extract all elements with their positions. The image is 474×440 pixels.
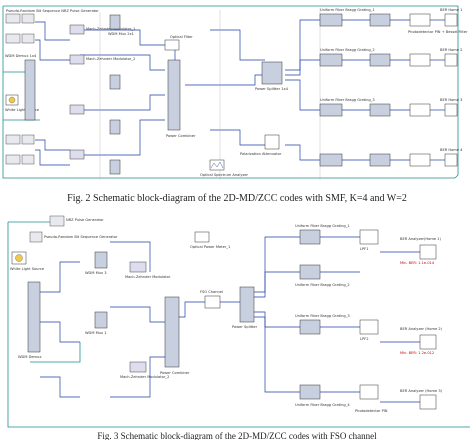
photodetector-label-2: Photodetector PIN — [355, 409, 388, 413]
optical-filter-label: Optical Filter — [170, 35, 193, 39]
wdm-demux-label-2: WDM Demux — [18, 355, 42, 359]
power-combiner: Power Combiner — [166, 59, 196, 138]
mzm-block-3 — [69, 104, 85, 115]
wdm-mux-block-2 — [109, 74, 121, 90]
detector-label-1: Photodetector PIN + Bessel Filter — [408, 30, 468, 34]
wdm-demux-2: WDM Demux — [18, 281, 42, 359]
figure-2-caption: Fig. 3 Schematic block-diagram of the 2D… — [97, 431, 377, 440]
fso-channel: FSO Channel — [200, 290, 223, 309]
fso-label: FSO Channel — [200, 290, 223, 294]
rx-2: Uniform Fiber Bragg Grating_2 — [295, 264, 350, 287]
receiver-2: Uniform Fiber Bragg Grating_2 BER Home 2 — [319, 48, 462, 67]
receiver-3: Uniform Fiber Bragg Grating_3 BER Home 3 — [319, 98, 462, 117]
white-light-label: White Light Source — [5, 108, 40, 112]
figure-1-caption: Fig. 2 Schematic block-diagram of the 2D… — [67, 193, 407, 204]
ber-2-value: Min. BER: 1.2e-012 — [400, 351, 434, 355]
nrz-label: NRZ Pulse Generator — [66, 218, 104, 222]
ber-1-value: Min. BER: 1.1e-014 — [400, 261, 435, 265]
ufbg-4-label-2: Uniform Fiber Bragg Grating_4 — [295, 403, 350, 407]
wdm-mux-1: WDM Mux 1 — [85, 311, 108, 335]
prbs-generator-row-2 — [5, 33, 35, 44]
prbs-generator-row-3 — [5, 134, 35, 145]
mzm-block-2b: Mach-Zehnder Modulator_2 — [120, 361, 169, 379]
lpf-2-label: LPF2 — [360, 337, 369, 341]
power-splitter: Power Splitter 1x4 — [255, 61, 289, 91]
wdm-demux-1x4: WDM Demux 1x4 — [5, 54, 37, 121]
power-splitter-label: Power Splitter 1x4 — [255, 87, 289, 91]
ufbg-3-label: Uniform Fiber Bragg Grating_3 — [320, 98, 375, 102]
ufbg-3-label-2: Uniform Fiber Bragg Grating_3 — [295, 314, 350, 318]
optical-power-meter: Optical Power Meter_1 — [190, 231, 230, 249]
ufbg-2-label: Uniform Fiber Bragg Grating_2 — [320, 48, 375, 52]
ber-2-label: BER Home 2 — [440, 48, 462, 52]
opm-label: Optical Power Meter_1 — [190, 245, 230, 249]
power-combiner-2: Power Combiner — [160, 296, 190, 375]
mzm-2-label-b: Mach-Zehnder Modulator_2 — [120, 375, 169, 379]
ber-3-label-2: BER Analyzer (Home 3) — [400, 389, 443, 393]
rx-1: Uniform Fiber Bragg Grating_1 LPF1 BER A… — [295, 224, 441, 265]
rx-4: Uniform Fiber Bragg Grating_4 Photodetec… — [295, 384, 443, 413]
mzm-2-label: Mach-Zehnder Modulator_2 — [86, 57, 135, 61]
optical-spectrum-analyzer: Optical Spectrum Analyzer — [200, 159, 249, 177]
ber-4-label: BER Home 4 — [440, 148, 463, 152]
figure-1-diagram: Pseudo-Random Bit Sequence NRZ Pulse Gen… — [0, 0, 474, 190]
wdm-mux-3-label: WDM Mux 3 — [85, 271, 107, 275]
wdm-mux-3: WDM Mux 3 — [85, 251, 108, 275]
ber-3-label: BER Home 3 — [440, 98, 462, 102]
optical-filter: Optical Filter — [164, 35, 193, 51]
rx-3: Uniform Fiber Bragg Grating_3 LPF2 BER A… — [295, 314, 443, 355]
ber-1-label: BER Home 1 — [440, 8, 462, 12]
wdm-mux-label: WDM Mux 2x1 — [108, 32, 134, 36]
mzm-block-2: Mach-Zehnder Modulator_2 — [69, 54, 135, 65]
power-combiner-label-2: Power Combiner — [160, 371, 190, 375]
lpf-1-label: LPF1 — [360, 247, 369, 251]
ufbg-2-label-2: Uniform Fiber Bragg Grating_2 — [295, 283, 350, 287]
prbs-label: Pseudo-Random Bit Sequence Generator — [44, 235, 118, 239]
wdm-mux-block-4 — [109, 159, 121, 175]
white-light-label-2: White Light Source — [10, 267, 45, 271]
wdm-demux-label: WDM Demux 1x4 — [5, 54, 37, 58]
ber-2-label-2: BER Analyzer (Home 2) — [400, 327, 443, 331]
figure-1-svg: Pseudo-Random Bit Sequence NRZ Pulse Gen… — [2, 5, 468, 180]
mzm-block-4 — [69, 149, 85, 160]
ufbg-1-label: Uniform Fiber Bragg Grating_1 — [320, 8, 375, 12]
prbs-top-label: Pseudo-Random Bit Sequence NRZ Pulse Gen… — [6, 9, 99, 13]
white-light-source: White Light Source — [5, 94, 40, 112]
mzm-label: Mach-Zehnder Modulator — [125, 275, 171, 279]
nrz-pulse-gen: NRZ Pulse Generator — [49, 215, 104, 227]
prbs-generator-row-1: Pseudo-Random Bit Sequence NRZ Pulse Gen… — [5, 9, 99, 24]
figure-2-diagram: NRZ Pulse Generator Pseudo-Random Bit Se… — [0, 212, 474, 434]
white-light-source-2: White Light Source — [10, 251, 45, 271]
prbs-generator-row-4 — [5, 154, 35, 165]
wdm-mux-block-3 — [109, 119, 121, 135]
mzm-block: Mach-Zehnder Modulator — [125, 261, 171, 279]
ber-1-label-2: BER Analyzer(Home 1) — [400, 237, 441, 241]
power-splitter-label-2: Power Splitter — [232, 325, 258, 329]
receiver-4: BER Home 4 — [319, 148, 463, 167]
polarization-attenuator-label: Polarization Attenuator — [240, 152, 282, 156]
wdm-mux-block-1: WDM Mux 2x1 — [108, 14, 134, 36]
receiver-1: Uniform Fiber Bragg Grating_1 Photodetec… — [319, 8, 468, 34]
figure-2-svg: NRZ Pulse Generator Pseudo-Random Bit Se… — [7, 215, 470, 428]
power-combiner-label: Power Combiner — [166, 134, 196, 138]
wdm-mux-1-label: WDM Mux 1 — [85, 331, 107, 335]
spectrum-label: Optical Spectrum Analyzer — [200, 173, 249, 177]
prbs-gen-top: Pseudo-Random Bit Sequence Generator — [29, 231, 118, 243]
polarization-attenuator: Polarization Attenuator — [240, 134, 282, 156]
ufbg-1-label-2: Uniform Fiber Bragg Grating_1 — [295, 224, 350, 228]
power-splitter-2: Power Splitter — [232, 286, 258, 329]
